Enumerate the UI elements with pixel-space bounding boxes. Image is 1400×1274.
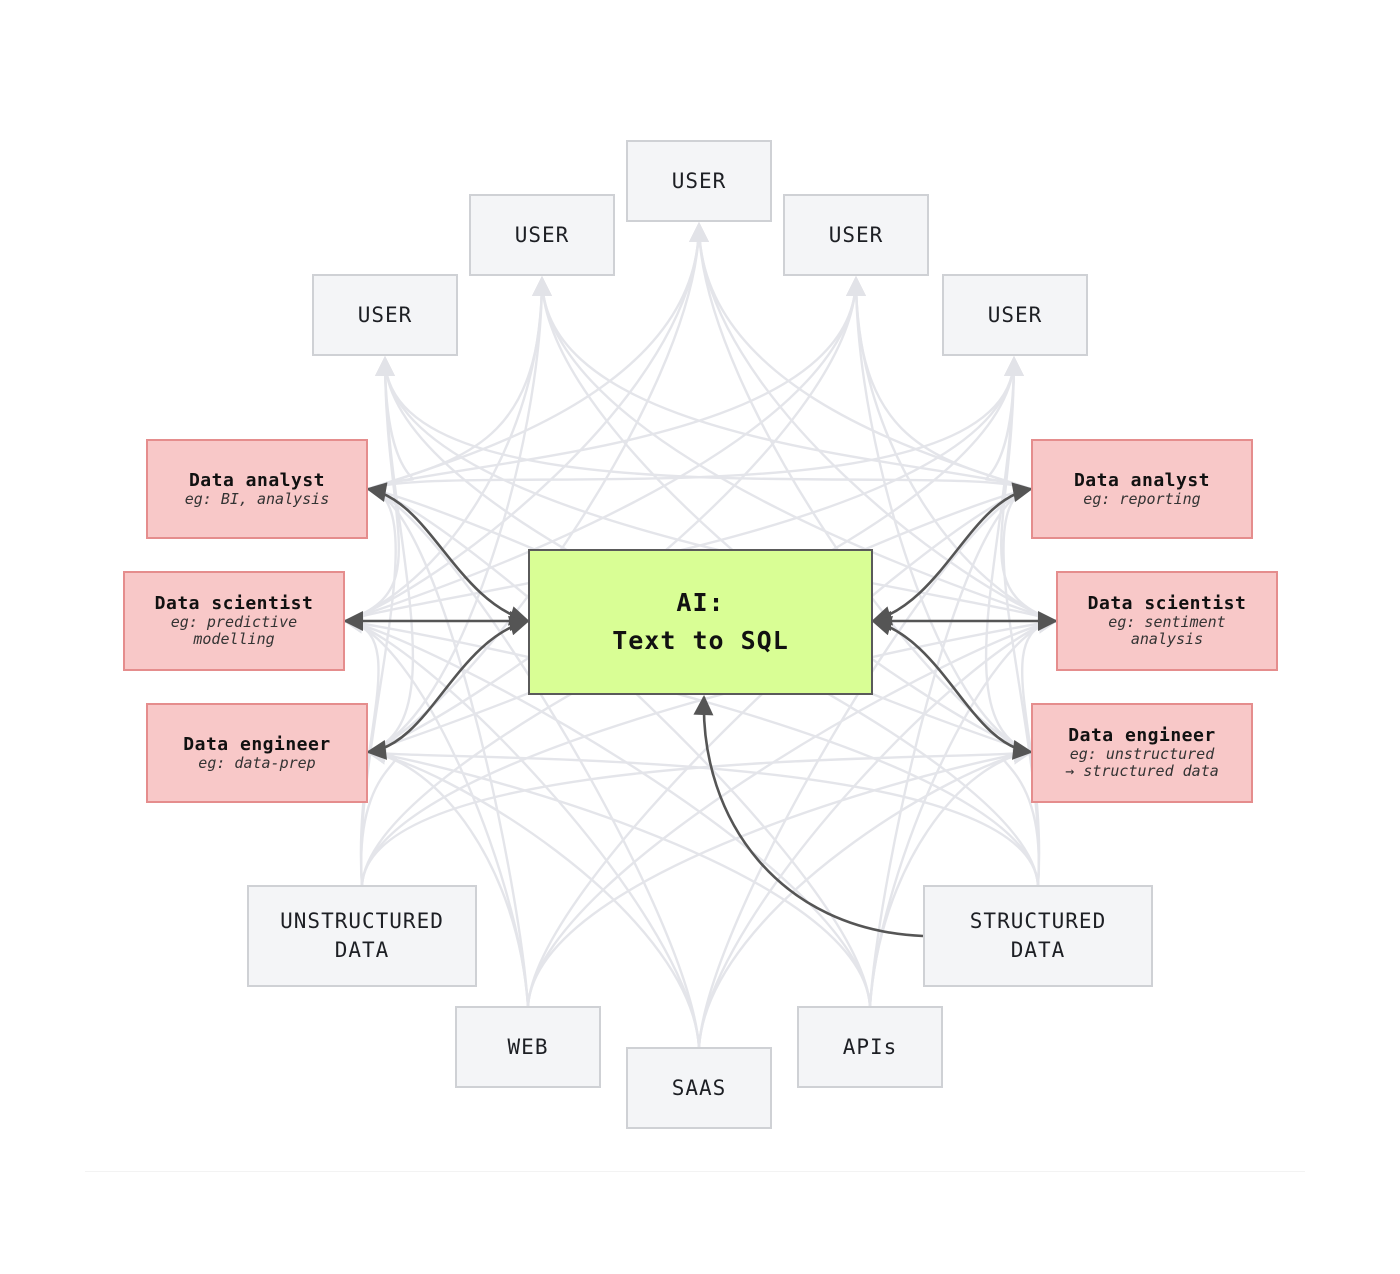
role-subtitle: eg: predictive modelling — [170, 613, 298, 648]
role-subtitle: eg: data-prep — [198, 753, 316, 772]
faint-edge-role-user — [367, 356, 1024, 491]
user-label: USER — [671, 168, 727, 193]
user-node-1: USER — [312, 274, 458, 356]
source-label: WEB — [507, 1034, 549, 1059]
faint-edge-role-user — [367, 276, 866, 491]
edge-center-engineer-right — [871, 615, 1033, 760]
source-label: STRUCTURED DATA — [969, 909, 1107, 962]
role-data-engineer-left: Data engineer eg: data-prep — [146, 703, 368, 803]
faint-edge-role-user — [375, 356, 1032, 491]
role-data-analyst-right: Data analyst eg: reporting — [1031, 439, 1253, 539]
role-title: Data engineer — [1068, 725, 1216, 746]
role-title: Data analyst — [188, 469, 326, 491]
edge-center-analyst-left — [366, 482, 530, 626]
faint-edge-source-role — [868, 744, 1033, 1007]
user-label: USER — [357, 302, 413, 327]
source-label: SAAS — [671, 1075, 727, 1100]
role-title: Data engineer — [183, 733, 331, 755]
source-label: APIs — [842, 1034, 898, 1059]
role-data-scientist-left: Data scientist eg: predictive modelling — [123, 571, 345, 671]
role-data-scientist-right: Data scientist eg: sentiment analysis — [1056, 571, 1278, 671]
user-node-4: USER — [783, 194, 929, 276]
role-data-engineer-right: Data engineer eg: unstructured → structu… — [1031, 703, 1253, 803]
user-node-3: USER — [626, 140, 772, 222]
user-label: USER — [828, 222, 884, 247]
center-label: AI: Text to SQL — [612, 588, 789, 655]
role-subtitle: eg: sentiment analysis — [1108, 613, 1226, 648]
faint-edge-role-user — [367, 222, 709, 491]
faint-edge-source-role — [366, 744, 530, 1007]
role-title: Data scientist — [154, 593, 314, 614]
edge-center-engineer-left — [366, 615, 530, 760]
primary-connections — [343, 482, 1058, 938]
user-label: USER — [987, 302, 1043, 327]
faint-edge-source-role — [366, 744, 872, 1007]
role-subtitle: eg: unstructured → structured data — [1065, 745, 1219, 780]
role-title: Data scientist — [1087, 593, 1247, 614]
edge-center-analyst-right — [871, 482, 1033, 626]
faint-edge-role-user — [532, 276, 1032, 491]
source-label: UNSTRUCTURED DATA — [280, 909, 444, 962]
faint-edge-source-role — [526, 744, 1033, 1007]
user-label: USER — [514, 222, 570, 247]
center-node-text-to-sql: AI: Text to SQL — [528, 549, 873, 695]
user-node-5: USER — [942, 274, 1088, 356]
footer-divider — [85, 1171, 1305, 1172]
role-title: Data analyst — [1073, 469, 1211, 491]
faint-edge-source-role — [366, 744, 701, 1048]
user-node-2: USER — [469, 194, 615, 276]
role-data-analyst-left: Data analyst eg: BI, analysis — [146, 439, 368, 539]
role-subtitle: eg: BI, analysis — [184, 489, 330, 508]
edge-structured-to-center — [693, 695, 924, 938]
source-web: WEB — [455, 1006, 601, 1088]
faint-edge-source-role — [1002, 481, 1040, 886]
faint-edge-role-user — [367, 356, 415, 491]
role-subtitle: eg: reporting — [1083, 489, 1201, 508]
source-apis: APIs — [797, 1006, 943, 1088]
source-unstructured-data: UNSTRUCTURED DATA — [247, 885, 477, 987]
source-saas: SAAS — [626, 1047, 772, 1129]
faint-edge-source-role — [697, 744, 1033, 1048]
source-structured-data: STRUCTURED DATA — [923, 885, 1153, 987]
